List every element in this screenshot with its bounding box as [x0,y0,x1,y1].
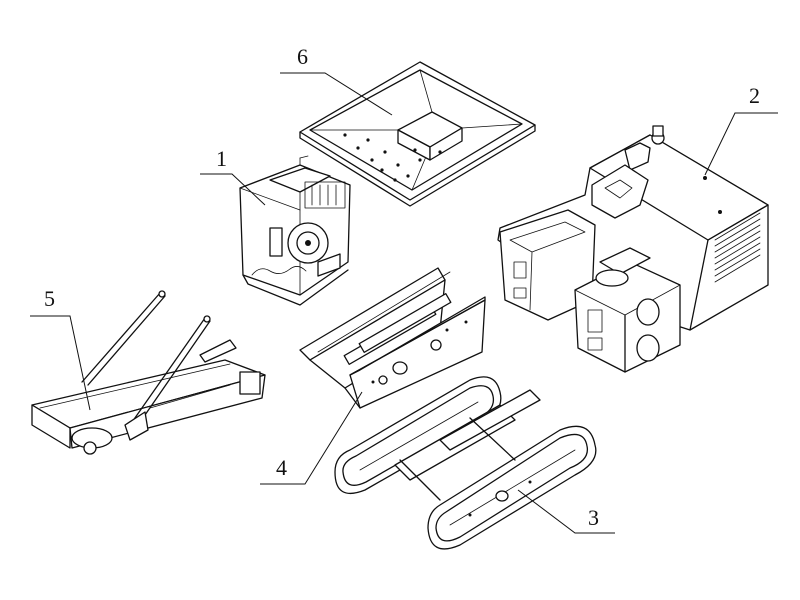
callout-number-6: 6 [297,44,308,69]
track-chassis-part [334,376,597,550]
hopper-bolt-holes [343,133,442,182]
callout-1: 1 [200,146,266,206]
engine-body-part [497,125,769,373]
callout-5: 5 [30,286,91,411]
callout-2: 2 [704,83,778,176]
conveyor-part [31,290,266,455]
callout-number-3: 3 [588,505,599,530]
callout-number-5: 5 [44,286,55,311]
callout-number-2: 2 [749,83,760,108]
callout-6: 6 [280,44,393,116]
callout-number-4: 4 [276,455,287,480]
callout-4: 4 [260,391,363,485]
jaw-crusher-part [239,155,351,306]
radiator-grille [714,212,761,283]
main-frame-part [299,267,486,409]
hopper-part [299,61,536,207]
callout-number-1: 1 [216,146,227,171]
callout-3: 3 [517,489,615,534]
